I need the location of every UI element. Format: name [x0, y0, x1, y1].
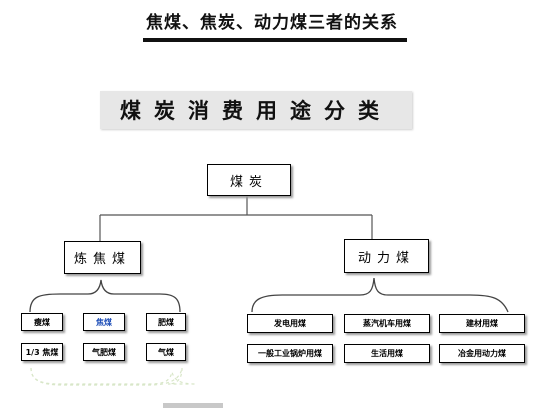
leaf-household-coal: 生活用煤: [344, 344, 430, 363]
leaf-industrial-boiler-coal: 一般工业锅炉用煤: [247, 344, 333, 363]
root-node: 煤炭: [207, 164, 291, 196]
leaf-metallurgical-steam-coal: 冶金用动力煤: [439, 344, 525, 363]
page-title: 焦煤、焦炭、动力煤三者的关系: [146, 13, 398, 33]
category-banner: 煤炭消费用途分类: [100, 91, 412, 129]
title-underline: [143, 38, 407, 42]
leaf-fat-coal: 肥煤: [146, 313, 186, 331]
leaf-one-third-coking-coal: 1/3 焦煤: [21, 343, 63, 361]
leaf-steam-locomotive-coal: 蒸汽机车用煤: [344, 314, 430, 333]
leaf-coking-coal: 焦煤: [83, 313, 125, 331]
leaf-lean-coal: 瘦煤: [21, 313, 63, 331]
coking-coal-node: 炼焦煤: [64, 241, 141, 274]
cropped-bottom-box: [163, 403, 223, 408]
leaf-power-generation-coal: 发电用煤: [247, 314, 333, 333]
leaf-gas-fat-coal: 气肥煤: [83, 343, 125, 361]
steam-coal-node: 动力煤: [344, 239, 429, 273]
leaf-gas-coal: 气煤: [146, 343, 186, 361]
leaf-building-material-coal: 建材用煤: [439, 314, 525, 333]
